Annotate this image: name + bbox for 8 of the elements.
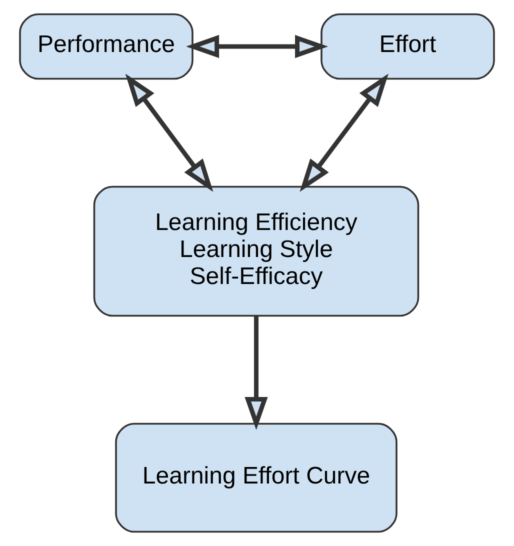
node-box: Performance: [19, 13, 194, 80]
arrow: [300, 74, 388, 192]
node-box: Learning Effort Curve: [115, 422, 398, 533]
arrow: [244, 316, 268, 430]
node-box: Learning Efficiency Learning Style Self-Efficacy: [93, 186, 420, 317]
node-box: Effort: [320, 13, 495, 80]
arrow: [125, 74, 214, 192]
arrow: [186, 34, 328, 58]
